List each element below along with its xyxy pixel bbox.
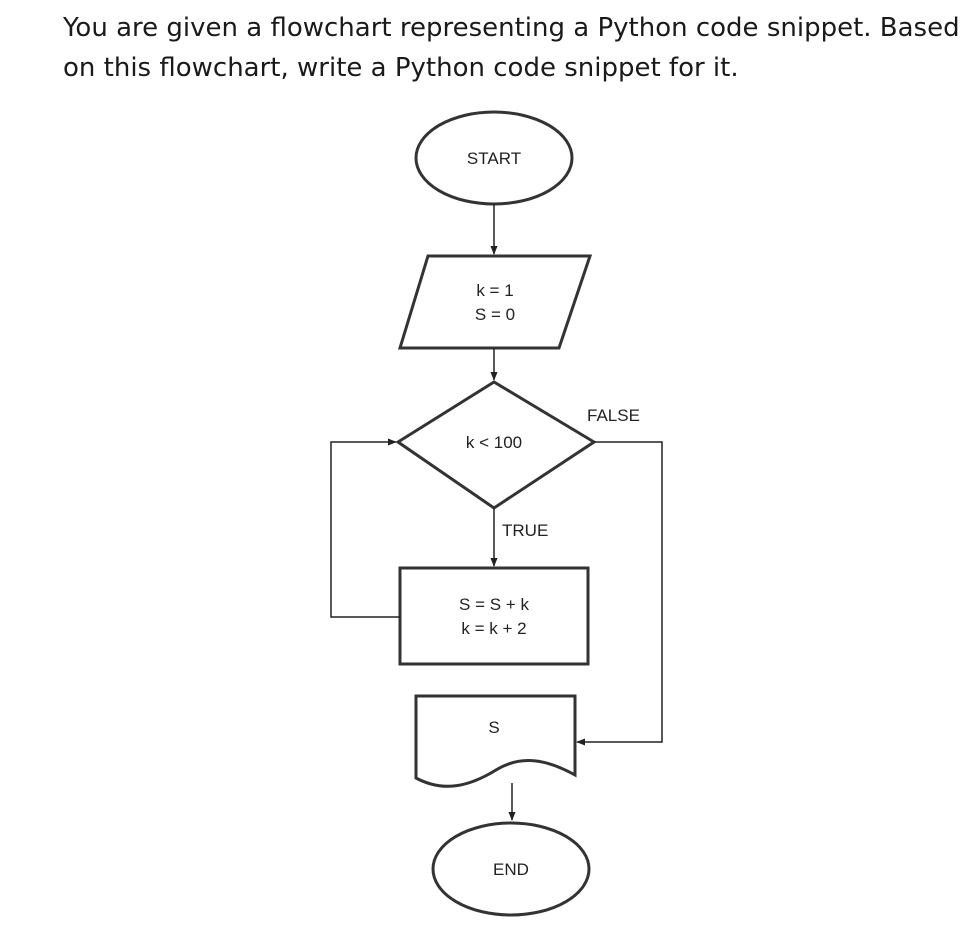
false-branch-connector — [576, 441, 663, 746]
true-label: TRUE — [502, 521, 548, 540]
process-box — [398, 566, 590, 666]
output-label: S — [488, 718, 499, 737]
end-label: END — [493, 860, 529, 879]
process-label-sum: S = S + k — [459, 595, 529, 614]
init-label-k: k = 1 — [476, 281, 513, 300]
instruction-text: You are given a flowchart representing a… — [63, 8, 963, 88]
init-parallelogram — [397, 254, 593, 350]
instruction-line-1: You are given a flowchart representing a… — [63, 13, 960, 43]
output-document — [414, 694, 577, 788]
end-terminal — [431, 821, 591, 917]
decision-label: k < 100 — [466, 433, 522, 452]
init-label-s: S = 0 — [475, 305, 515, 324]
instruction-line-2: on this flowchart, write a Python code s… — [63, 53, 739, 83]
process-label-increment: k = k + 2 — [461, 619, 526, 638]
false-label: FALSE — [587, 406, 640, 425]
loop-back-connector — [330, 438, 400, 618]
start-label: START — [467, 149, 521, 168]
